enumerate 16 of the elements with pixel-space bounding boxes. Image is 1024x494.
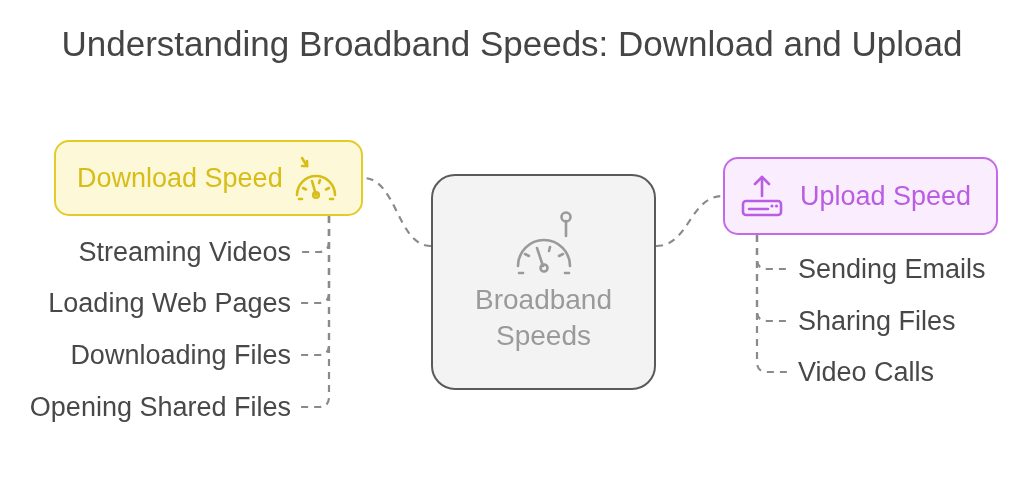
dashed-connector [755, 235, 790, 374]
item-label: Streaming Videos [78, 236, 291, 268]
category-box [723, 157, 998, 235]
central-label: Broadband Speeds [474, 283, 613, 353]
box-label: Download Speed [77, 162, 283, 194]
item-label: Loading Web Pages [48, 287, 291, 319]
box-label: Upload Speed [800, 180, 972, 212]
category-box [54, 140, 363, 216]
item-label: Opening Shared Files [29, 391, 291, 423]
dashed-connector [299, 216, 331, 409]
item-label: Sharing Files [798, 305, 956, 337]
item-label: Sending Emails [798, 253, 986, 285]
item-label: Downloading Files [70, 339, 291, 371]
item-label: Video Calls [798, 356, 935, 388]
central-box [431, 174, 656, 390]
diagram-title: Understanding Broadband Speeds: Download and Upload [61, 24, 963, 64]
